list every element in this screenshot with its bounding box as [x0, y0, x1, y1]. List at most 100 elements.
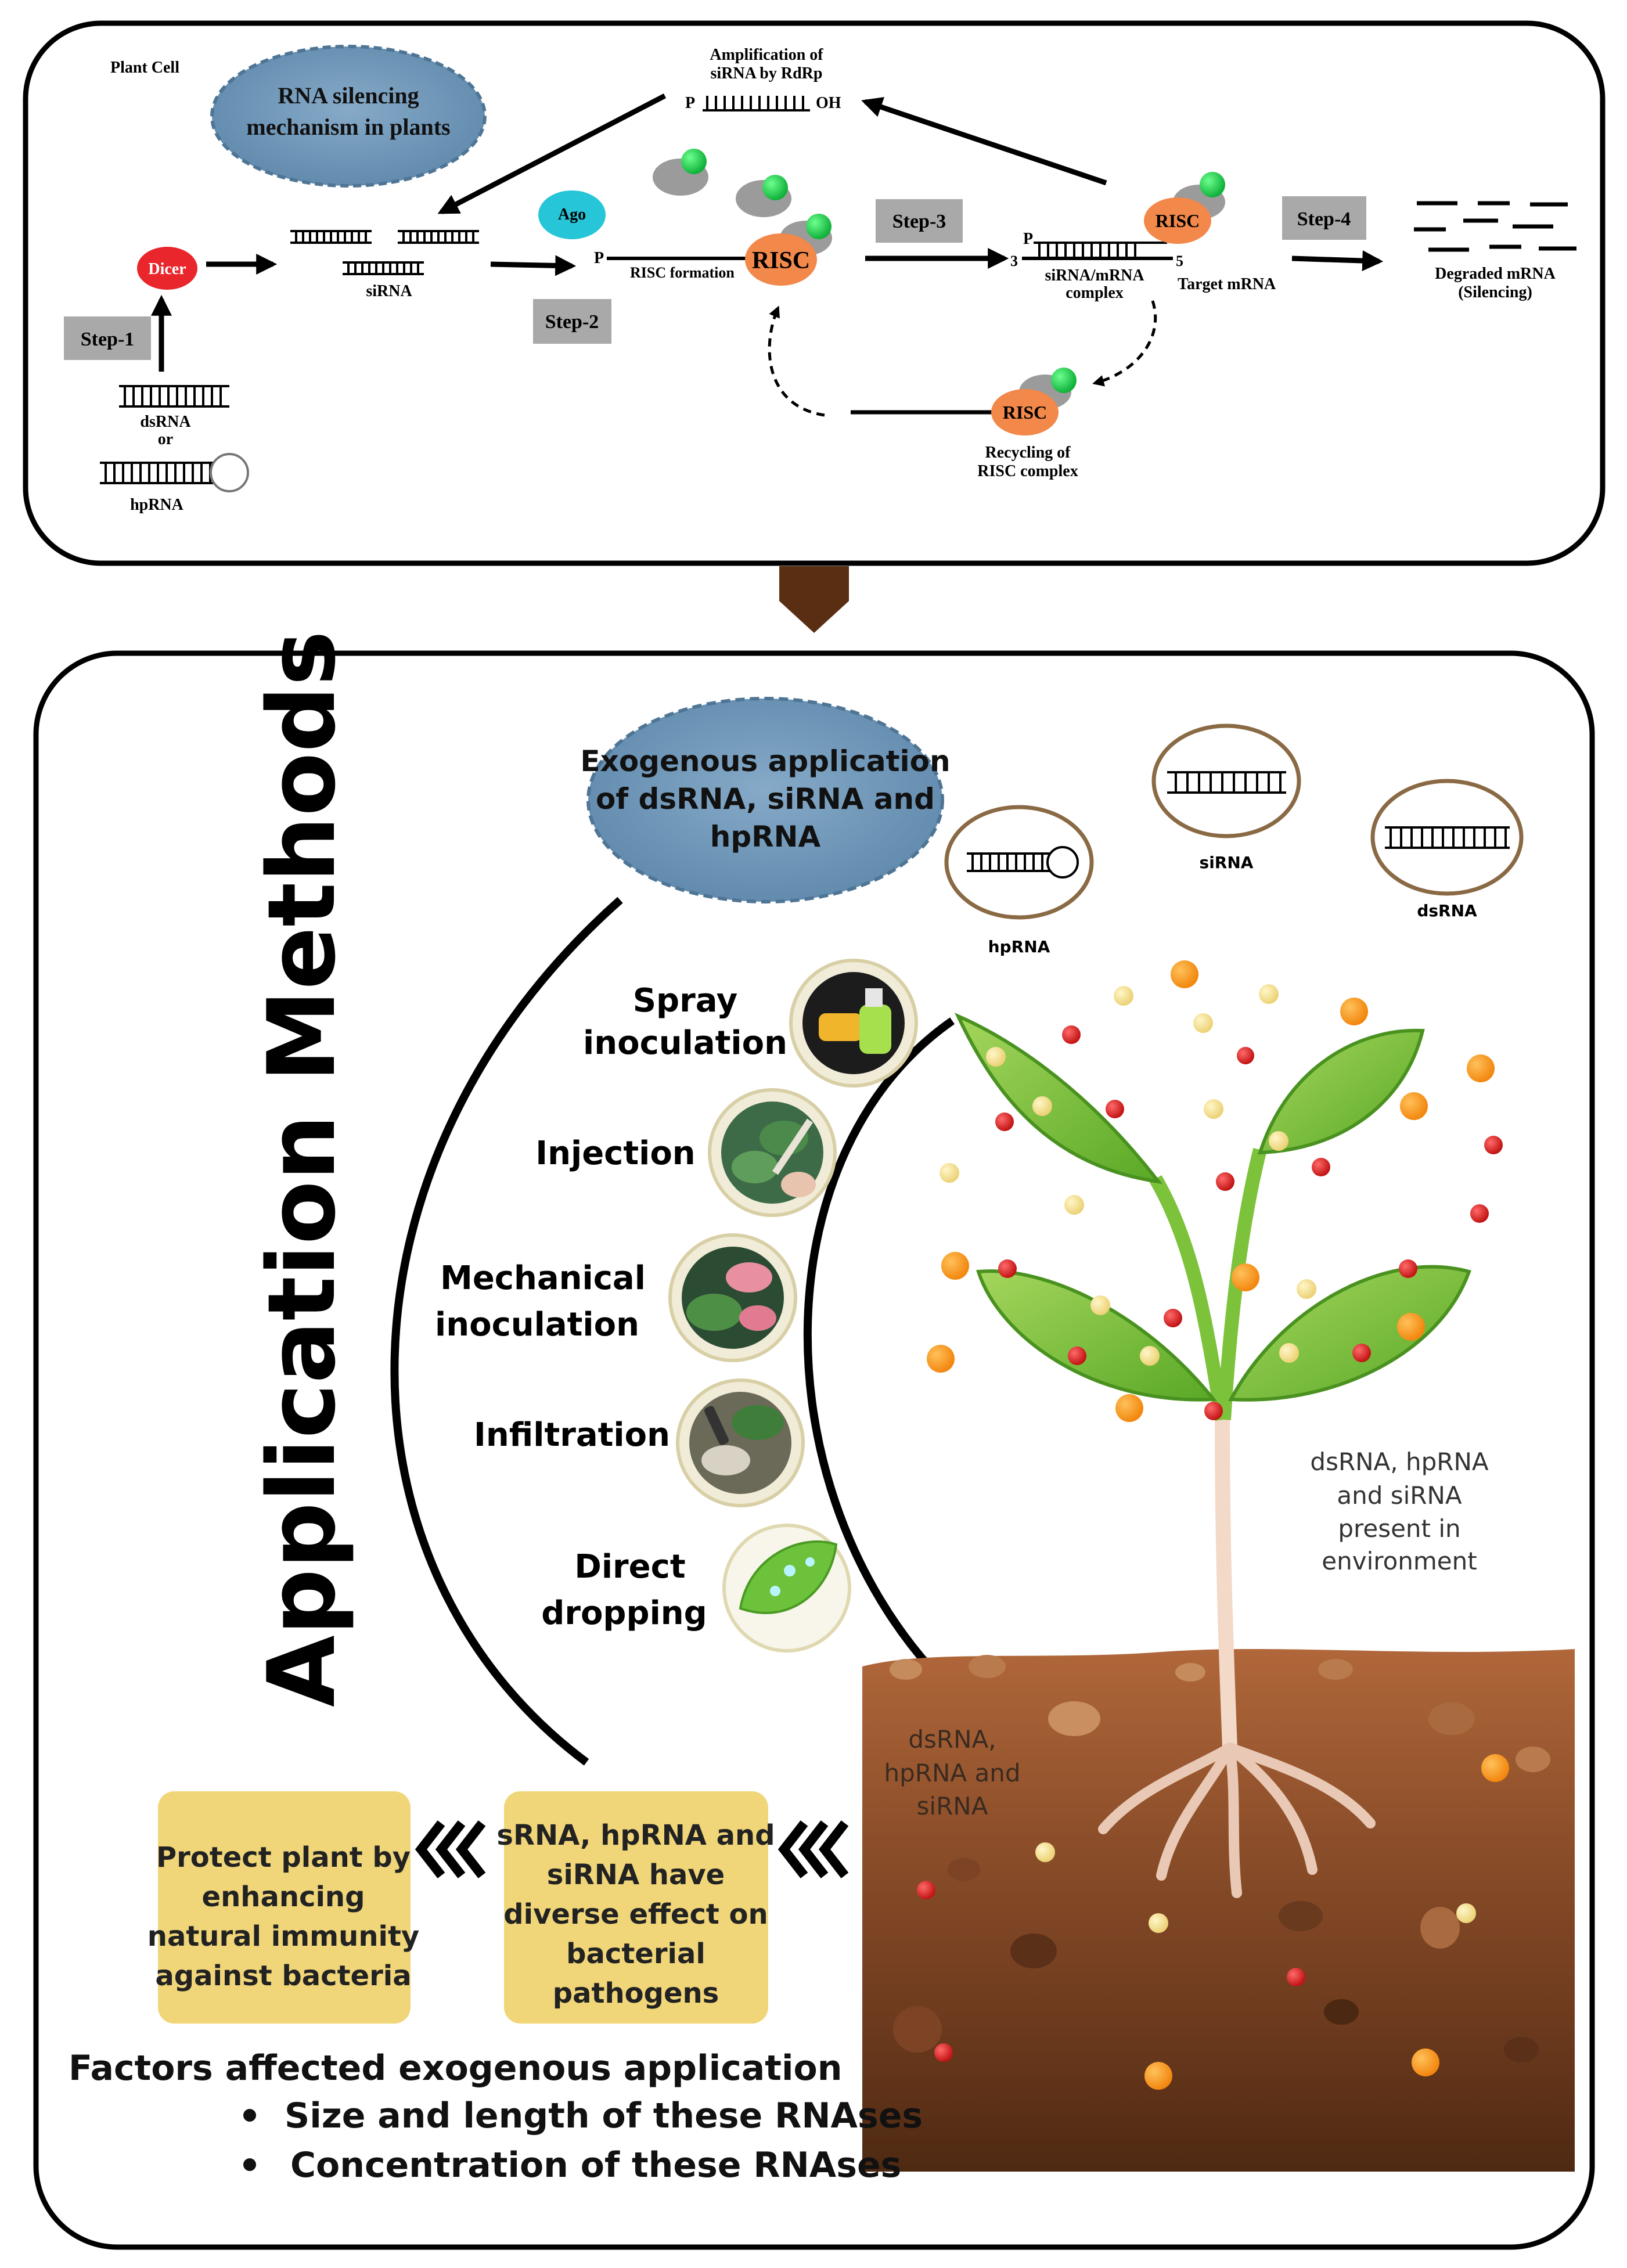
svg-text:mechanism in plants: mechanism in plants: [246, 114, 450, 140]
svg-text:of dsRNA, siRNA and: of dsRNA, siRNA and: [596, 782, 935, 816]
dsrna-icon: [119, 385, 229, 408]
five-prime-label: 5: [1176, 253, 1183, 269]
droplet-leaf-icon: [722, 1524, 851, 1653]
syringe-icon: [708, 1088, 837, 1217]
p-label-complex: P: [1023, 230, 1033, 248]
degraded-label-2: (Silencing): [1458, 283, 1532, 301]
risc-complex-target: RISC: [1144, 172, 1225, 244]
svg-text:sRNA, hpRNA and: sRNA, hpRNA and: [496, 1819, 775, 1852]
step4-box: [1282, 196, 1366, 240]
svg-text:RISC: RISC: [752, 247, 810, 274]
p-label-amp: P: [685, 94, 695, 112]
complex-label-2: complex: [1066, 284, 1124, 302]
arrow-to-amplification: [861, 97, 1107, 186]
svg-text:enhancing: enhancing: [202, 1881, 365, 1913]
sirna-label: siRNA: [366, 282, 412, 300]
degraded-mrna-fragments: [1414, 201, 1576, 252]
step1-label: Step-1: [81, 329, 135, 350]
svg-text:diverse effect on: diverse effect on: [503, 1898, 768, 1931]
step2-box: [533, 299, 611, 344]
chevrons-soil-to-effect: [777, 1820, 849, 1878]
protect-box: Protect plant by enhancing natural immun…: [147, 1791, 419, 2024]
environment-label-1: dsRNA, hpRNA: [1310, 1448, 1488, 1476]
sirna-duplexes: [290, 230, 479, 275]
svg-text:hpRNA: hpRNA: [710, 820, 821, 854]
sirna-mrna-duplex: [1022, 242, 1173, 260]
method-injection-label: Injection: [535, 1135, 695, 1172]
bullet-2: [243, 2158, 256, 2171]
sirna-strand-amplified: [703, 96, 810, 111]
target-mrna-label: Target mRNA: [1178, 275, 1276, 293]
factor-item-1: Size and length of these RNAses: [285, 2096, 923, 2136]
soil-label-2: hpRNA and: [884, 1759, 1021, 1787]
rna-particles: [917, 960, 1509, 2090]
exogenous-application-cloud: Exogenous application of dsRNA, siRNA an…: [580, 697, 951, 903]
vesicle-hprna-label: hpRNA: [988, 937, 1050, 956]
method-spray-label-1: Spray: [633, 982, 738, 1020]
degraded-label-1: Degraded mRNA: [1435, 265, 1556, 283]
application-methods-title: Application Methods: [247, 631, 356, 1707]
environment-label-2: and siRNA: [1337, 1481, 1462, 1510]
gloved-hand-icon: [668, 1233, 797, 1362]
effect-box: sRNA, hpRNA and siRNA have diverse effec…: [496, 1791, 775, 2024]
amplification-label-2: siRNA by RdRp: [711, 64, 823, 82]
environment-label-3: present in: [1338, 1514, 1460, 1543]
infiltration-icon: [676, 1378, 805, 1507]
plant-cell-label: Plant Cell: [110, 59, 179, 77]
svg-text:bacterial: bacterial: [566, 1938, 705, 1970]
dicer-label: Dicer: [148, 260, 186, 278]
p-label-risc: P: [594, 249, 604, 267]
arrow-complex-to-degraded: [1291, 250, 1384, 272]
vesicle-sirna-label: siRNA: [1200, 853, 1254, 872]
step3-label: Step-3: [892, 211, 946, 232]
oh-label: OH: [816, 94, 841, 112]
step3-box: [876, 199, 963, 243]
environment-label-4: environment: [1322, 1547, 1477, 1575]
method-mechanical-label-1: Mechanical: [440, 1259, 646, 1297]
svg-text:RISC: RISC: [1156, 210, 1200, 231]
panel-connector: [779, 566, 849, 633]
svg-text:Exogenous application: Exogenous application: [580, 744, 950, 778]
method-direct-label-1: Direct: [574, 1548, 685, 1586]
factors-title: Factors affected exogenous application: [69, 2048, 842, 2089]
dicer-enzyme: [137, 247, 197, 290]
ago-label: Ago: [558, 206, 586, 224]
rna-silencing-cloud: RNA silencing mechanism in plants: [210, 45, 487, 188]
complex-label-1: siRNA/mRNA: [1045, 267, 1144, 285]
method-spray-label-2: inoculation: [583, 1024, 787, 1062]
step2-label: Step-2: [545, 311, 599, 333]
factor-item-2: Concentration of these RNAses: [290, 2145, 901, 2186]
hprna-icon: [100, 453, 249, 492]
svg-text:natural immunity: natural immunity: [147, 1920, 419, 1953]
vesicle-dsrna-label: dsRNA: [1417, 901, 1477, 920]
risc-complex-main: RISC: [653, 149, 832, 286]
bullet-1: [243, 2109, 256, 2122]
chevrons-effect-to-protect: [415, 1820, 486, 1878]
hprna-label: hpRNA: [130, 496, 184, 514]
svg-text:against bacteria: against bacteria: [155, 1960, 411, 1992]
amplification-label: Amplification of: [710, 46, 823, 64]
soil-label-1: dsRNA,: [908, 1725, 996, 1754]
soil-block: [862, 1649, 1575, 2172]
vesicle-sirna: [1151, 723, 1301, 838]
method-mechanical-label-2: inoculation: [435, 1306, 639, 1344]
arrow-to-sirna: [437, 93, 667, 214]
svg-text:RNA silencing: RNA silencing: [278, 82, 419, 109]
inner-arc: [803, 1017, 955, 1669]
ago-protein: [538, 190, 606, 239]
three-prime-label: 3: [1010, 253, 1018, 269]
outer-arc: [390, 897, 623, 1766]
svg-text:siRNA have: siRNA have: [547, 1859, 725, 1891]
risc-complex-recycled: RISC: [991, 368, 1077, 435]
recycling-arrow-up: [768, 305, 825, 417]
or-label: or: [158, 430, 173, 448]
spray-bottle-icon: [789, 959, 918, 1088]
vesicle-dsrna: [1370, 779, 1524, 896]
svg-text:RISC: RISC: [1003, 402, 1047, 423]
step4-label: Step-4: [1297, 208, 1351, 230]
step1-box: [64, 316, 151, 360]
method-infiltration-label: Infiltration: [474, 1416, 670, 1454]
dsrna-label: dsRNA: [140, 413, 191, 431]
soil-label-3: siRNA: [917, 1792, 988, 1820]
recycling-label-1: Recycling of: [985, 444, 1071, 462]
